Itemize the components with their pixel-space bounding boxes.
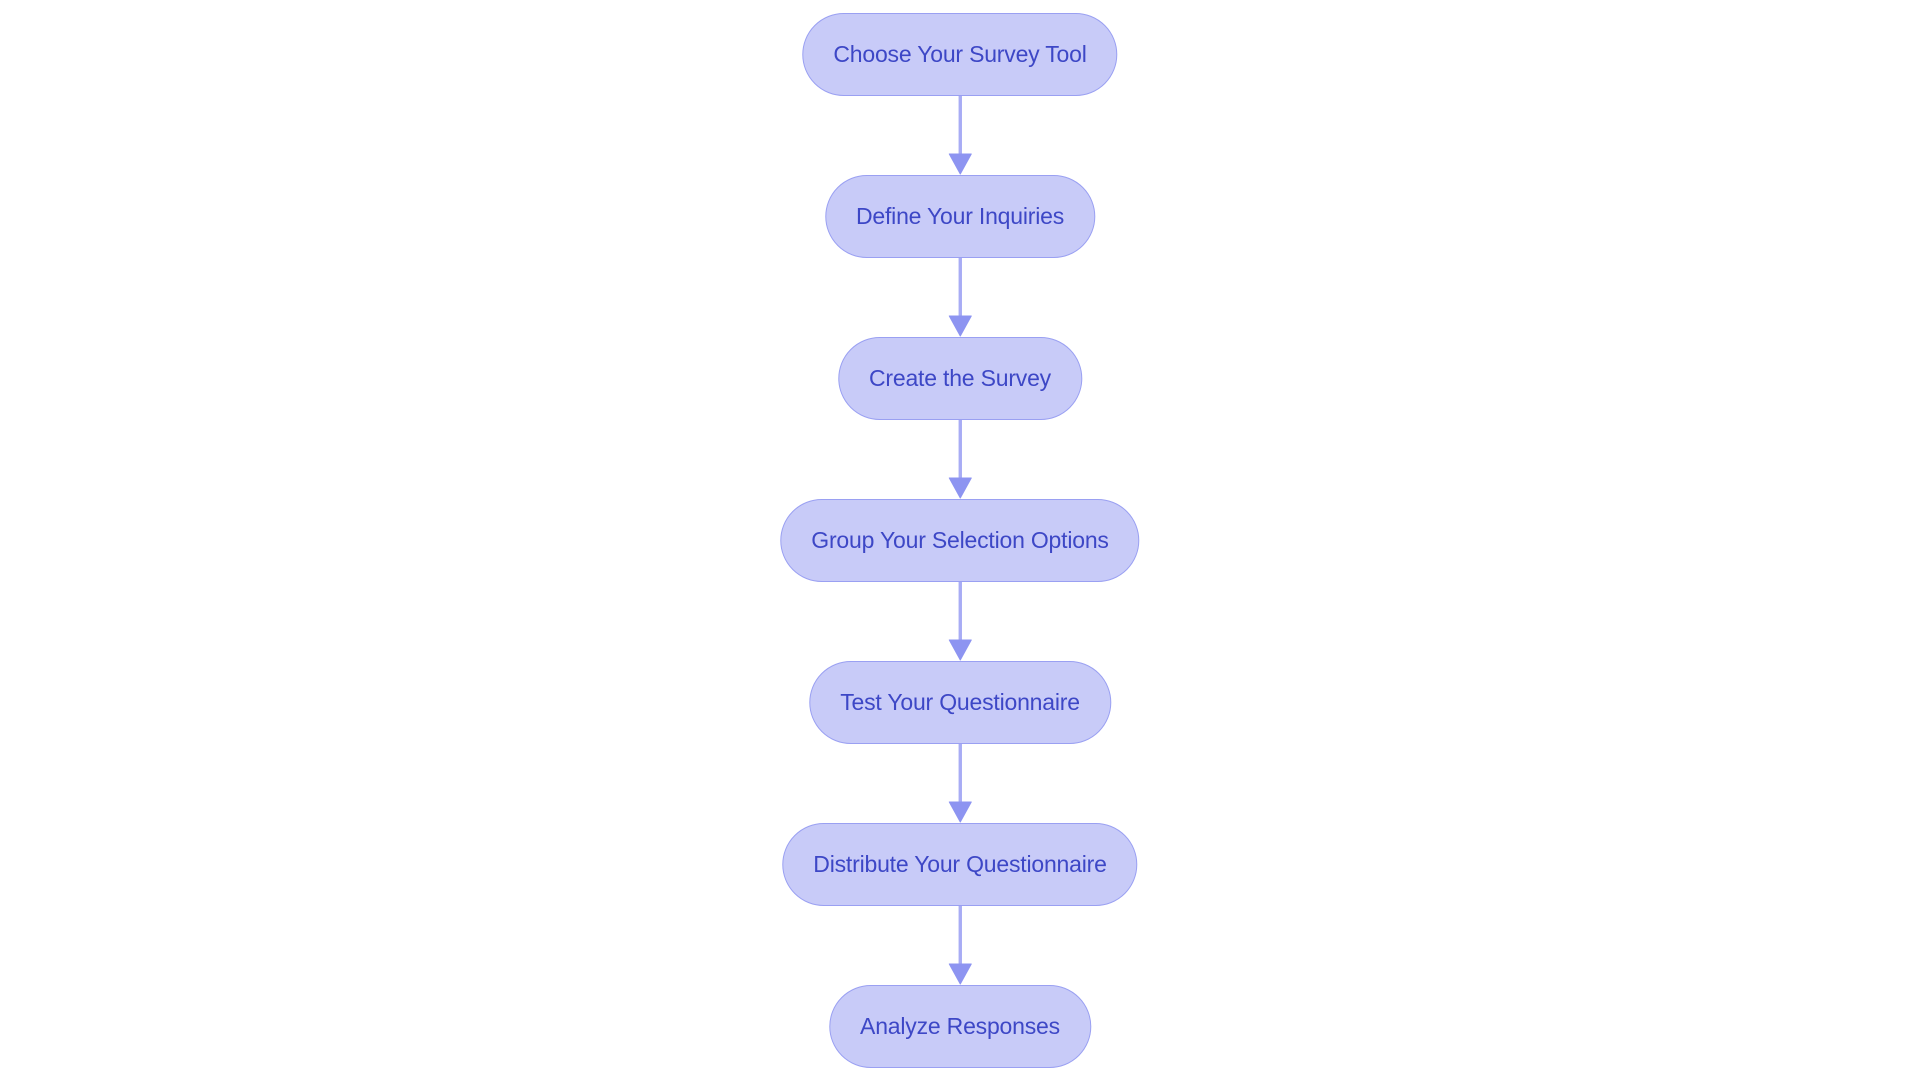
flow-connector [947, 582, 973, 661]
flow-node-label: Choose Your Survey Tool [833, 41, 1087, 67]
flow-node-label: Create the Survey [869, 365, 1051, 391]
flow-connector [947, 906, 973, 985]
flow-node-group-selection-options: Group Your Selection Options [780, 499, 1140, 582]
arrow-down-icon [948, 744, 972, 823]
arrow-down-icon [948, 96, 972, 175]
flow-node-label: Analyze Responses [860, 1013, 1060, 1039]
arrow-down-icon [948, 258, 972, 337]
flow-node-label: Group Your Selection Options [811, 527, 1109, 553]
flow-node-analyze-responses: Analyze Responses [829, 985, 1091, 1068]
flow-node-define-inquiries: Define Your Inquiries [824, 175, 1096, 258]
flow-node-create-survey: Create the Survey [838, 337, 1082, 420]
flow-connector [947, 744, 973, 823]
flow-node-label: Define Your Inquiries [855, 203, 1065, 229]
flow-node-label: Test Your Questionnaire [840, 689, 1080, 715]
flow-node-label: Distribute Your Questionnaire [813, 851, 1107, 877]
arrow-down-icon [948, 420, 972, 499]
flow-node-choose-survey-tool: Choose Your Survey Tool [802, 13, 1118, 96]
arrow-down-icon [948, 906, 972, 985]
arrow-down-icon [948, 582, 972, 661]
flow-connector [947, 420, 973, 499]
flow-node-test-questionnaire: Test Your Questionnaire [809, 661, 1111, 744]
flow-node-distribute-questionnaire: Distribute Your Questionnaire [782, 823, 1138, 906]
flow-connector [947, 258, 973, 337]
flowchart-column: Choose Your Survey Tool Define Your Inqu… [780, 13, 1140, 1068]
flow-connector [947, 96, 973, 175]
